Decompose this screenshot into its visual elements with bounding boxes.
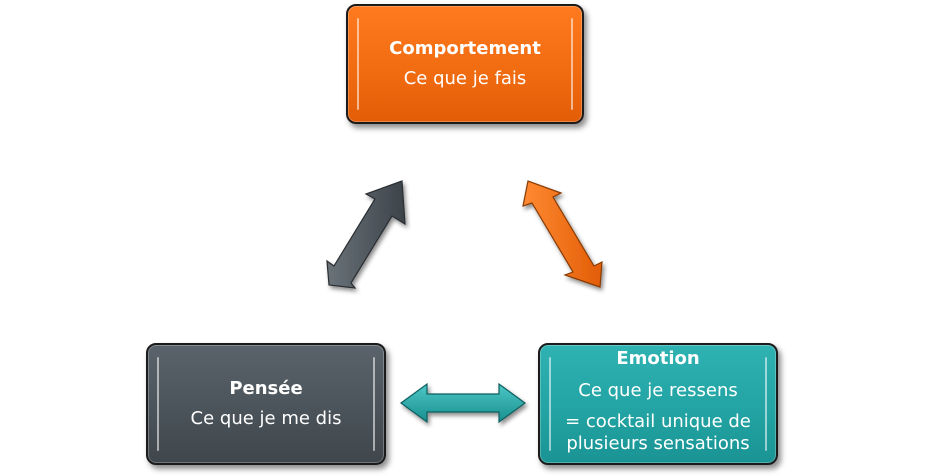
node-title: Comportement xyxy=(389,38,541,59)
node-title: Pensée xyxy=(229,378,303,399)
arrow-pensee-comportement xyxy=(326,180,406,289)
node-emotion: Emotion Ce que je ressens = cocktail uni… xyxy=(538,343,778,465)
node-title: Emotion xyxy=(616,348,700,369)
node-subtitle: Ce que je me dis xyxy=(190,408,342,429)
node-pensee: Pensée Ce que je me dis xyxy=(146,343,386,465)
node-detail-line-1: = cocktail unique de xyxy=(565,411,751,432)
arrow-pensee-emotion xyxy=(399,382,527,424)
node-subtitle: Ce que je fais xyxy=(403,68,527,89)
node-subtitle: Ce que je ressens xyxy=(578,380,738,401)
node-detail-line-2: plusieurs sensations xyxy=(566,433,750,454)
node-comportement: Comportement Ce que je fais xyxy=(346,4,584,124)
arrow-comportement-emotion xyxy=(522,180,603,288)
